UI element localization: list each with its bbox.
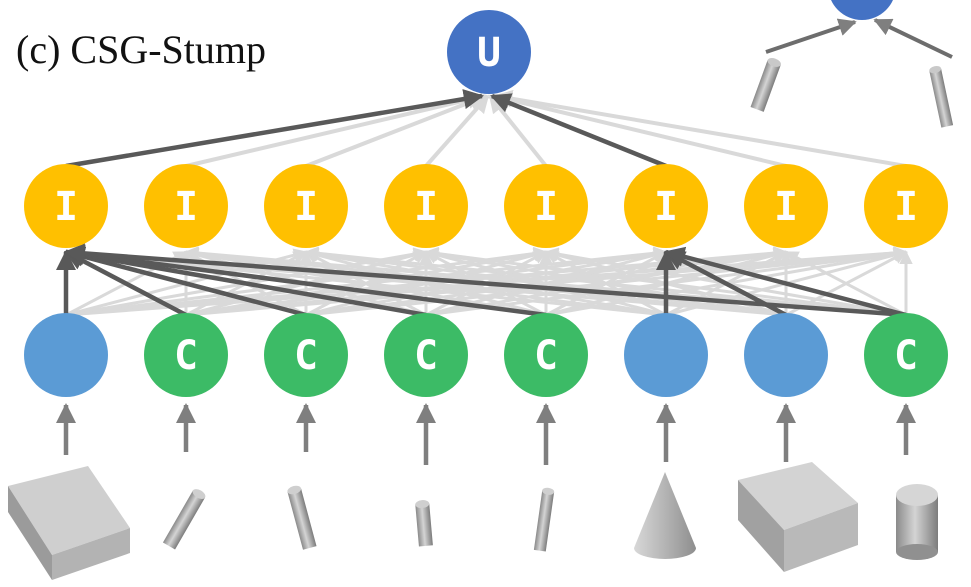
primitive-node-4: C (384, 313, 468, 397)
shape-cylinder-4 (415, 500, 433, 547)
intersection-node-label: I (534, 184, 558, 230)
intersection-node-1: I (24, 164, 108, 248)
link-p2-i8 (185, 246, 908, 317)
shape-cylinder-8 (896, 484, 938, 560)
primitive-node-label: C (174, 333, 198, 379)
shape-cone-6 (634, 472, 696, 559)
inset-union-node (831, 0, 893, 20)
input-arrows (55, 402, 917, 465)
primitive-node-label: C (414, 333, 438, 379)
intersection-node-label: I (774, 184, 798, 230)
link-p7-i8 (785, 250, 908, 317)
diagram-title: (c) CSG-Stump (16, 27, 266, 72)
link-p3-i8 (305, 246, 908, 317)
inset-cylinder-right (929, 65, 954, 128)
intersection-node-2: I (144, 164, 228, 248)
union-edge-2 (185, 90, 486, 168)
intersection-edges (55, 243, 913, 318)
intersection-node-5: I (504, 164, 588, 248)
inset-mini-tree (750, 0, 954, 128)
intersection-node-6: I (624, 164, 708, 248)
active-link-p4-i1 (64, 245, 427, 318)
intersection-node-label: I (654, 184, 678, 230)
union-edges (65, 89, 907, 169)
union-edge-8 (494, 89, 907, 168)
active-link-p8-i6 (664, 246, 907, 318)
union-edge-7 (492, 91, 787, 168)
intersection-node-4: I (384, 164, 468, 248)
intersection-node-8: I (864, 164, 948, 248)
shape-cylinder-2 (162, 489, 206, 550)
intersection-node-7: I (744, 164, 828, 248)
primitive-node-label: C (894, 333, 918, 379)
primitive-node-5: C (504, 313, 588, 397)
primitive-node-2: C (144, 313, 228, 397)
primitive-node-8: C (864, 313, 948, 397)
intersection-node-label: I (894, 184, 918, 230)
intersection-node-label: I (414, 184, 438, 230)
primitive-node-3: C (264, 313, 348, 397)
primitive-node-label: C (534, 333, 558, 379)
shape-box-1 (8, 466, 130, 580)
active-link-p5-i1 (63, 244, 547, 318)
union-edge-6 (490, 93, 667, 169)
primitive-node-1 (24, 313, 108, 397)
active-link-p3-i1 (64, 246, 307, 318)
shape-cylinder-3 (287, 485, 317, 550)
intersection-node-3: I (264, 164, 348, 248)
shape-box-7 (738, 462, 858, 572)
intersection-node-label: I (174, 184, 198, 230)
union-node: U (447, 10, 531, 94)
union-edge-3 (305, 93, 488, 168)
intersection-node-label: I (294, 184, 318, 230)
intersection-node-label: I (54, 184, 78, 230)
primitive-shapes (8, 462, 938, 580)
primitive-node-7 (744, 313, 828, 397)
shape-cylinder-5 (533, 487, 555, 552)
primitive-node-6 (624, 313, 708, 397)
union-node-label: U (477, 30, 501, 76)
primitive-node-label: C (294, 333, 318, 379)
inset-cylinder-left (750, 57, 781, 112)
union-edge-1 (65, 89, 484, 169)
